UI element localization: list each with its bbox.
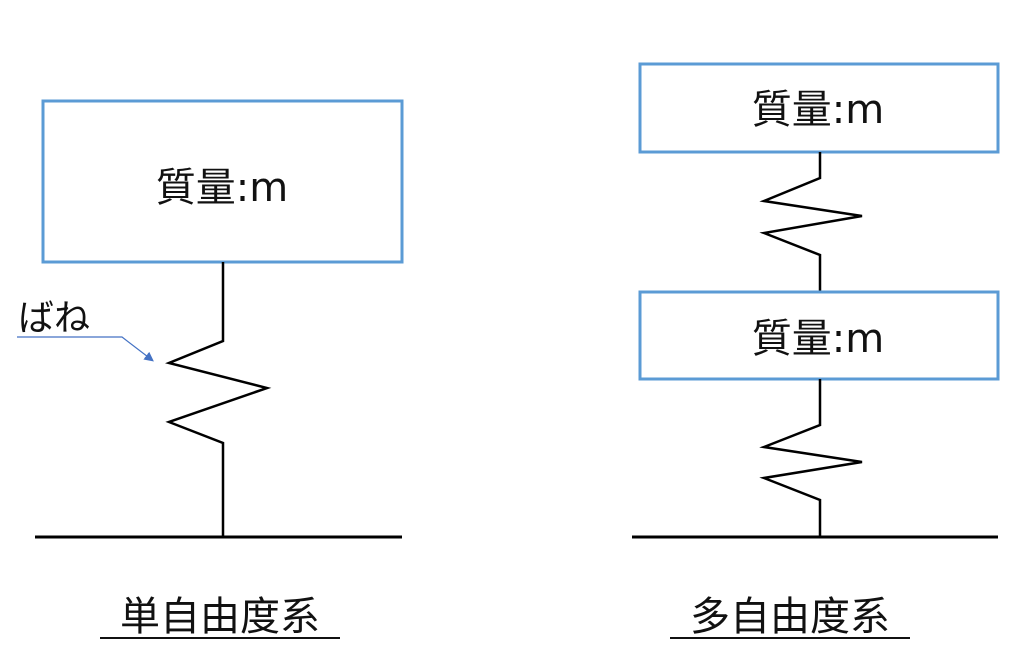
- multi-mass-bottom-box: [638, 290, 1000, 381]
- multi-mass-top-box: [638, 62, 1000, 154]
- single-spring: [165, 262, 272, 537]
- single-caption: 単自由度系: [120, 594, 320, 640]
- single-mass-label: 質量:m: [156, 165, 288, 211]
- spring-leader-arrow: [17, 336, 154, 362]
- multi-dof-system: 質量:m 質量:m 多自由度系: [632, 62, 1000, 640]
- multi-caption: 多自由度系: [690, 594, 890, 640]
- multi-spring-bottom: [759, 379, 863, 537]
- single-dof-system: 質量:m ばね 単自由度系: [17, 99, 404, 640]
- multi-mass-top-label: 質量:m: [752, 87, 884, 133]
- multi-spring-top: [759, 152, 863, 292]
- spring-label: ばね: [18, 298, 90, 339]
- single-mass-box: [41, 99, 404, 264]
- multi-mass-bottom-label: 質量:m: [752, 316, 884, 362]
